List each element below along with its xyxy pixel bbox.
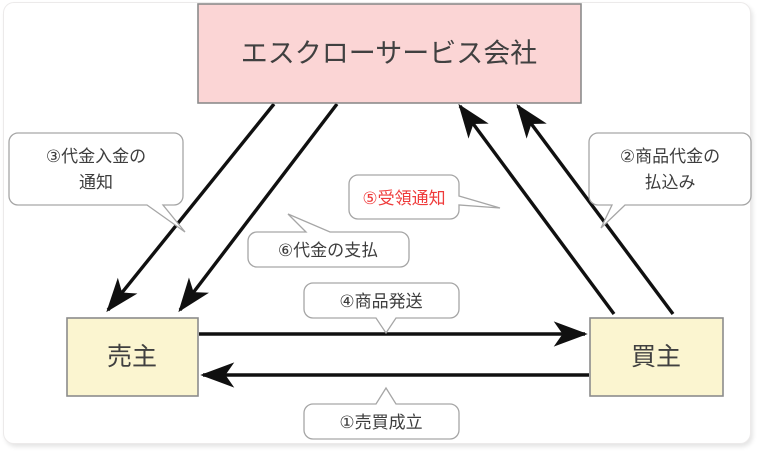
callout-step3-line1: ③代金入金の xyxy=(46,147,146,167)
seller-box xyxy=(66,317,199,397)
callout-step1-shape xyxy=(303,386,460,440)
buyer-box xyxy=(589,317,724,397)
callout-step4[interactable]: ④商品発送 xyxy=(303,282,460,335)
arrow-step3-escrow-to-seller xyxy=(106,102,276,313)
escrow-company-box xyxy=(197,3,582,104)
arrow-step6-escrow-to-seller xyxy=(178,102,339,313)
callout-step2-line1: ②商品代金の xyxy=(620,147,720,167)
callout-step1[interactable]: ①売買成立 xyxy=(303,386,460,440)
node-escrow-company[interactable]: エスクローサービス会社 xyxy=(197,3,582,104)
arrow-step5-buyer-to-escrow xyxy=(458,103,616,316)
callout-step2-line2: 払込み xyxy=(645,173,696,193)
buyer-label: 買主 xyxy=(631,342,681,371)
arrow-step2-buyer-to-escrow xyxy=(516,103,675,316)
callout-step3-shape xyxy=(8,132,186,233)
callout-step5[interactable]: ⑤受領通知 xyxy=(348,174,501,220)
callout-step5-label: ⑤受領通知 xyxy=(362,189,445,209)
callout-step2-shape xyxy=(588,132,752,229)
callout-step6-shape xyxy=(247,213,410,268)
escrow-company-label: エスクローサービス会社 xyxy=(241,39,537,70)
callout-step4-shape xyxy=(303,282,460,335)
callout-step3-line2: 通知 xyxy=(79,173,113,193)
seller-label: 売主 xyxy=(107,342,157,371)
callout-step2[interactable]: ②商品代金の 払込み xyxy=(588,132,752,229)
callout-step6[interactable]: ⑥代金の支払 xyxy=(247,213,410,268)
callout-step5-shape xyxy=(348,174,501,220)
node-seller[interactable]: 売主 xyxy=(66,317,199,397)
callout-step4-label: ④商品発送 xyxy=(339,292,422,312)
callout-step1-label: ①売買成立 xyxy=(339,413,422,433)
callout-step6-label: ⑥代金の支払 xyxy=(278,241,378,261)
node-buyer[interactable]: 買主 xyxy=(589,317,724,397)
callout-step3[interactable]: ③代金入金の 通知 xyxy=(8,132,186,233)
